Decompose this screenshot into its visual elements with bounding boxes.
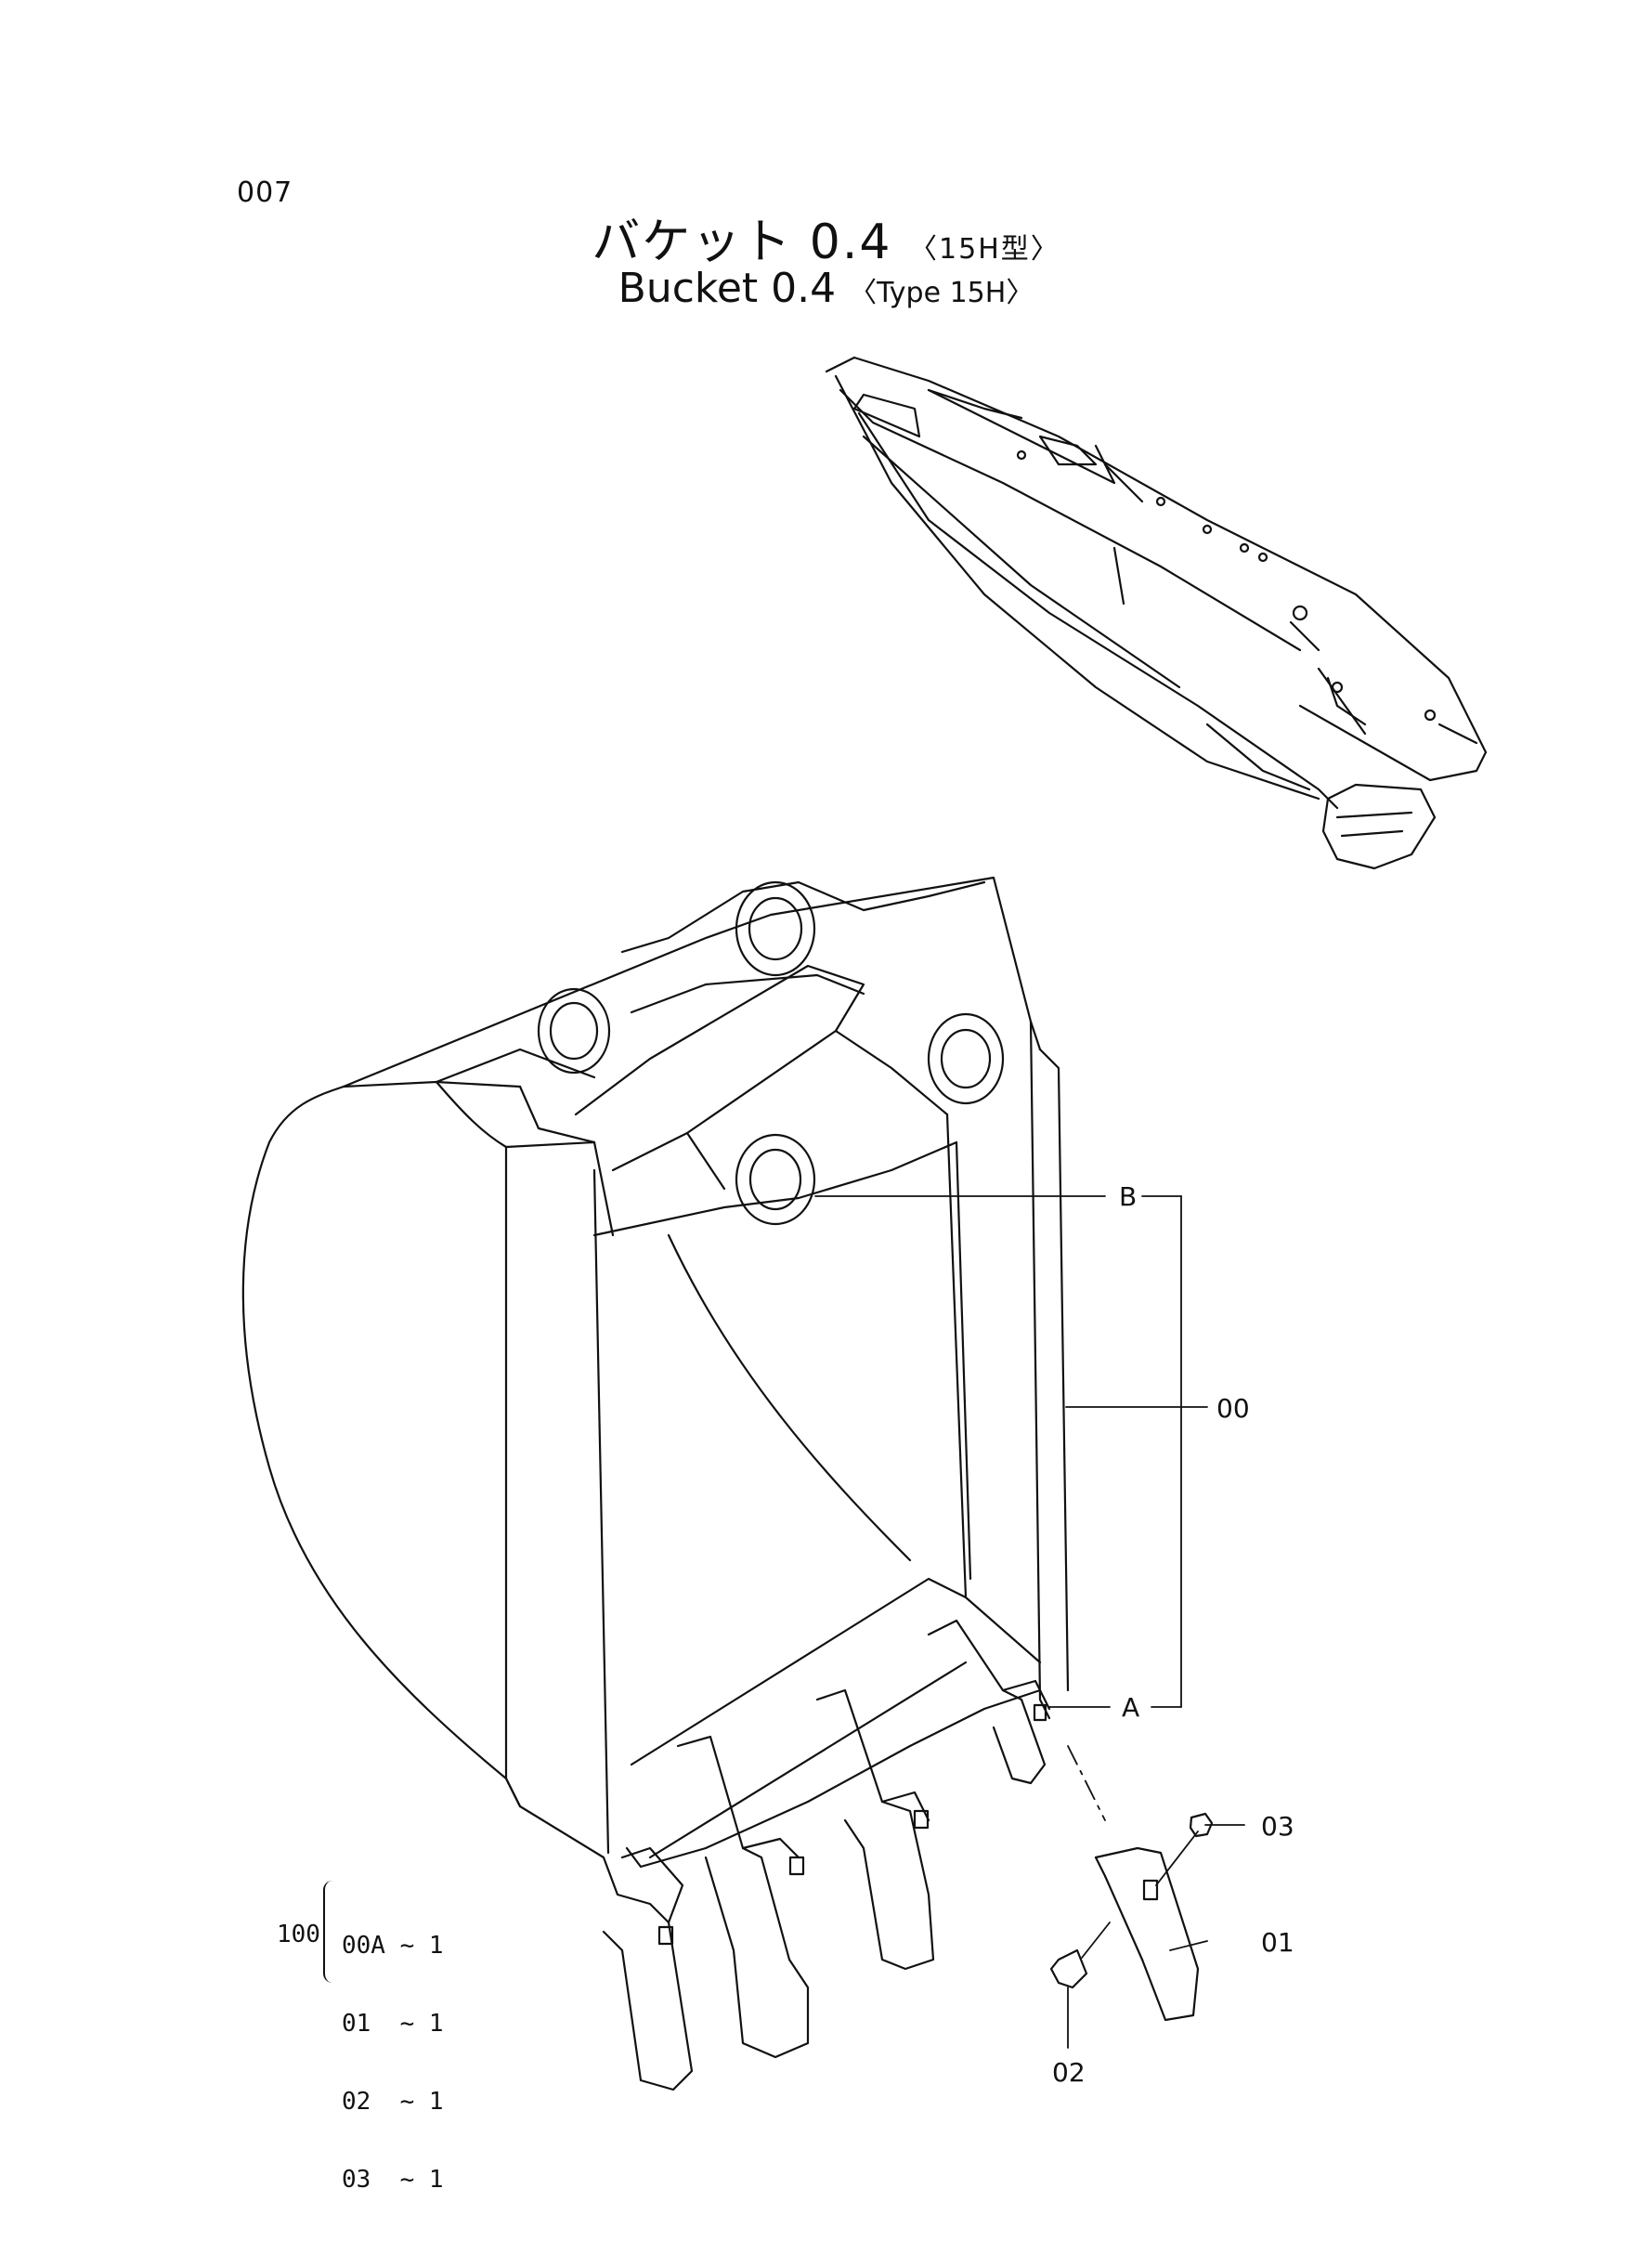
- kit-rows: 00A ~ 1 01 ~ 1 02 ~ 1 03 ~ 1: [342, 1881, 444, 2245]
- page-number: 007: [237, 176, 293, 209]
- title-english: Bucket 0.4 〈Type 15H〉: [0, 265, 1652, 312]
- pin-02: [1049, 1948, 1088, 1989]
- kit-row: 02 ~ 1: [342, 2088, 444, 2116]
- kit-row: 03 ~ 1: [342, 2166, 444, 2194]
- callout-03: 03: [1261, 1811, 1294, 1842]
- lock-03: [1189, 1812, 1214, 1838]
- title-en-sub: 〈Type 15H〉: [849, 277, 1034, 309]
- kit-brace: [323, 1881, 338, 1983]
- title-jp-main: バケット 0.4: [592, 215, 892, 270]
- exploded-tooth-01: [1094, 1846, 1200, 2022]
- callout-02: 02: [1052, 2057, 1086, 2088]
- callout-00: 00: [1216, 1393, 1250, 1424]
- title-jp-sub: 〈15H型〉: [909, 233, 1060, 266]
- kit-number: 100: [277, 1921, 320, 1948]
- callout-a: A: [1122, 1692, 1140, 1723]
- title-en-main: Bucket 0.4: [618, 265, 837, 312]
- leader-lines: [814, 1195, 1245, 2049]
- callout-01: 01: [1261, 1927, 1294, 1958]
- kit-row: 01 ~ 1: [342, 2010, 444, 2038]
- title-japanese: バケット 0.4 〈15H型〉: [0, 202, 1652, 272]
- callout-b: B: [1119, 1181, 1138, 1212]
- kit-row: 00A ~ 1: [342, 1932, 444, 1960]
- excavator-arm-illustration: [825, 356, 1488, 870]
- bucket-drawing: [241, 876, 1070, 2091]
